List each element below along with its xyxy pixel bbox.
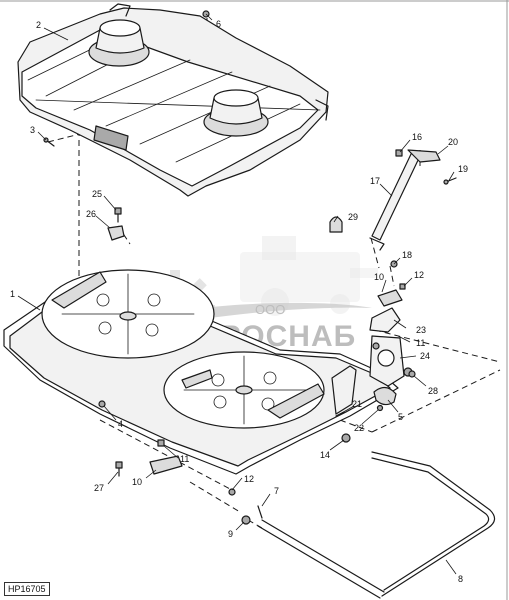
cutting-disc-right — [163, 351, 325, 429]
callout-25: 25 — [92, 189, 102, 199]
callout-4: 4 — [118, 419, 123, 429]
callout-1: 1 — [10, 289, 15, 299]
deck-plate-part-1 — [3, 269, 399, 475]
callout-10-lower: 10 — [132, 477, 142, 487]
pivot-arm-part-17 — [369, 149, 441, 251]
watermark-harvester-icon — [240, 236, 378, 316]
callout-12-right: 12 — [414, 270, 424, 280]
leader-lines — [17, 13, 457, 575]
rod-part-8 — [257, 451, 496, 599]
callout-26: 26 — [86, 209, 96, 219]
callout-11-lower: 11 — [180, 454, 189, 464]
callout-9: 9 — [228, 529, 233, 539]
upper-cover-part-2 — [17, 3, 329, 197]
callout-2: 2 — [36, 20, 41, 30]
callout-28: 28 — [428, 386, 438, 396]
callout-17: 17 — [370, 176, 380, 186]
cover-dome-left — [88, 19, 150, 67]
cutting-disc-left — [41, 269, 215, 359]
callout-5: 5 — [398, 412, 403, 422]
callout-27: 27 — [94, 483, 104, 493]
callout-23: 23 — [416, 325, 426, 335]
callout-16: 16 — [412, 132, 422, 142]
callout-20: 20 — [448, 137, 458, 147]
callout-22: 22 — [354, 423, 364, 433]
callout-24: 24 — [420, 351, 430, 361]
callout-18: 18 — [402, 250, 412, 260]
cover-dome-right — [203, 89, 269, 137]
callout-19: 19 — [458, 164, 468, 174]
watermark-company-prefix: ООО — [255, 302, 285, 317]
clip-part-29 — [329, 216, 343, 233]
callout-10-right: 10 — [374, 272, 384, 282]
callout-12-lower: 12 — [244, 474, 254, 484]
callout-8: 8 — [458, 574, 463, 584]
figure-code: HP16705 — [4, 582, 50, 596]
bearing-part-5 — [373, 386, 397, 406]
callout-11-right: 11 — [416, 338, 425, 348]
callout-3: 3 — [30, 125, 35, 135]
callout-6: 6 — [216, 19, 221, 29]
callout-14: 14 — [320, 450, 330, 460]
callout-29: 29 — [348, 212, 358, 222]
callout-21: 21 — [352, 399, 362, 409]
callout-7: 7 — [274, 486, 279, 496]
callout-labels: 1 2 3 4 5 6 7 8 9 10 10 11 11 12 12 14 1… — [10, 19, 468, 584]
bracket-part-23 — [369, 307, 401, 333]
